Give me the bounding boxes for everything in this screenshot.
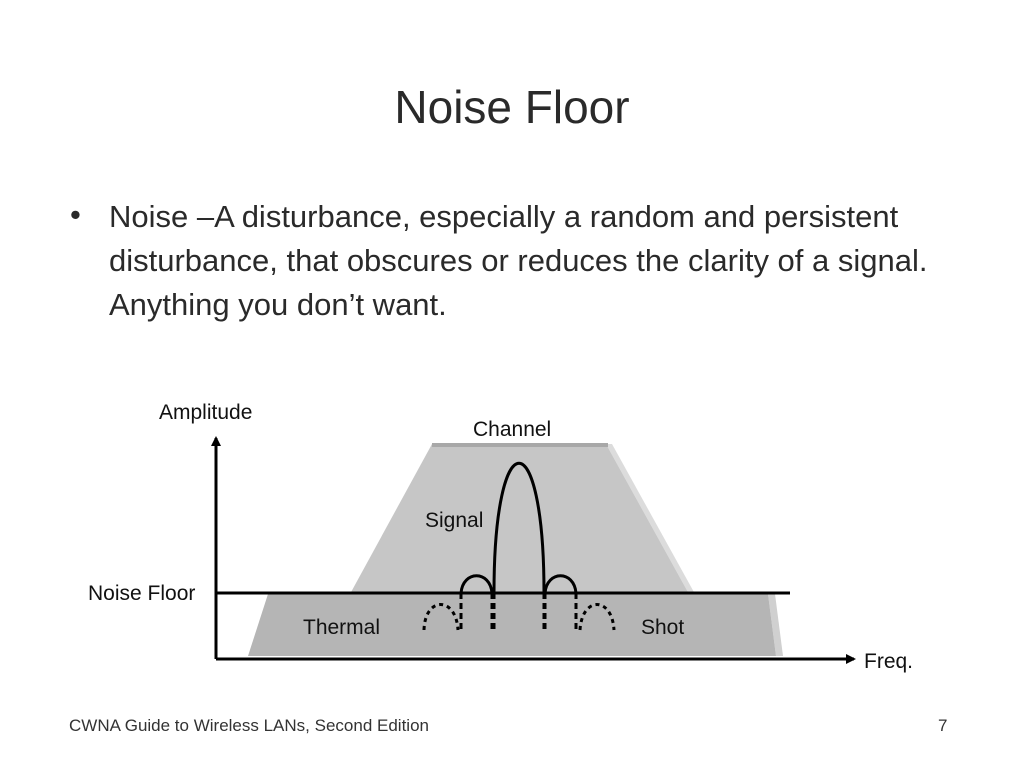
noise-band-shadow — [768, 594, 783, 656]
bullet-marker: • — [70, 197, 81, 232]
channel-region — [350, 444, 689, 594]
channel-top-edge — [432, 443, 608, 447]
signal-label: Signal — [425, 509, 483, 532]
signal-side-lobe-right — [543, 574, 578, 594]
channel-shadow — [606, 444, 695, 594]
bullet-text: Noise –A disturbance, especially a rando… — [109, 199, 928, 322]
noise-band — [248, 594, 776, 656]
y-axis-label: Amplitude — [159, 401, 252, 424]
signal-side-lobe-right-below — [543, 593, 578, 630]
noise-floor-label: Noise Floor — [88, 582, 195, 605]
dotted-lobe-left — [422, 603, 460, 631]
signal-side-lobe-left-below — [459, 593, 494, 630]
thermal-label: Thermal — [303, 616, 380, 639]
shot-label: Shot — [641, 616, 684, 639]
signal-main-lobe — [492, 461, 546, 594]
slide-title: Noise Floor — [394, 81, 630, 133]
signal-side-lobe-left — [459, 574, 494, 594]
x-axis-label: Freq. — [864, 650, 913, 673]
channel-label: Channel — [473, 418, 551, 441]
dotted-lobe-right — [578, 603, 616, 631]
page-number: 7 — [938, 716, 948, 735]
footer-source: CWNA Guide to Wireless LANs, Second Edit… — [69, 716, 429, 735]
